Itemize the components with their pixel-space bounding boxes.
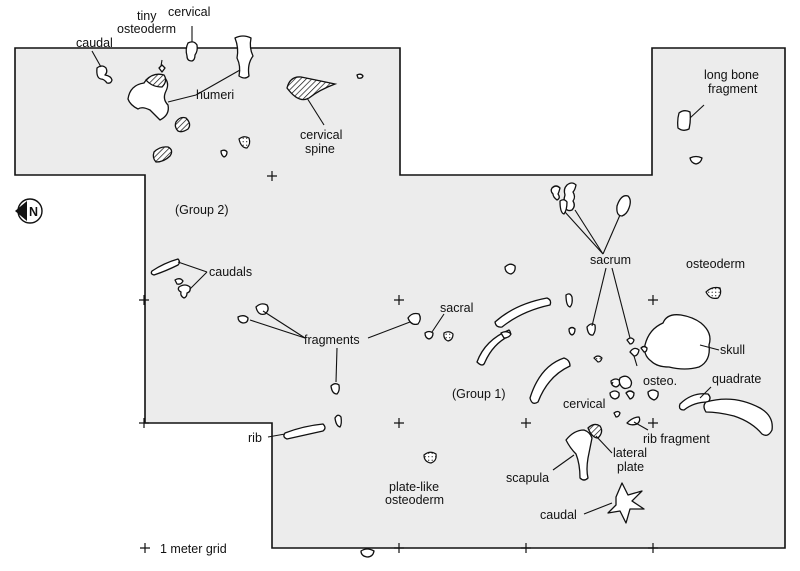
lateral-plate: [587, 423, 603, 439]
long-curved-bone-right: [703, 398, 773, 436]
legend-grid-text: 1 meter grid: [160, 542, 227, 556]
leader-lines: [91, 26, 720, 515]
curved-bone-long: [529, 357, 571, 404]
fragment-dotted-g1: [593, 355, 603, 363]
label-long-bone: long bone: [704, 68, 759, 82]
fragment-center: [330, 383, 340, 395]
cervical-top: [185, 41, 198, 62]
curved-bone-upper: [494, 297, 552, 328]
label-tiny: tiny: [137, 9, 157, 23]
fragment-hatched-c: [152, 146, 173, 163]
sacrum-small-a: [626, 337, 635, 345]
label-group2: (Group 2): [175, 203, 229, 217]
label-quadrate: quadrate: [712, 372, 761, 386]
fragment-hatched-b: [174, 116, 191, 133]
sacrum-fragment-lower: [586, 323, 596, 336]
fragment-small-b: [220, 149, 228, 158]
label-cervical: cervical: [300, 128, 342, 142]
right-upper-bones: [677, 110, 703, 165]
grid-legend: 1 meter grid: [140, 542, 227, 556]
scapula: [565, 429, 593, 481]
north-label: N: [29, 205, 38, 219]
fragment-g1-b: [565, 293, 573, 308]
sacral-dotted: [443, 331, 454, 342]
sacrum-right: [616, 195, 631, 217]
label-caudals: caudals: [209, 265, 252, 279]
label-rib: rib: [248, 431, 262, 445]
caudal-small-b: [177, 284, 191, 299]
group2-bones: [96, 35, 364, 163]
label-osteo: osteo.: [643, 374, 677, 388]
label-caudal-bottom: caudal: [540, 508, 577, 522]
cervical-g1-a: [610, 378, 621, 388]
label-plate-like: plate-like: [389, 480, 439, 494]
north-compass: N: [15, 198, 43, 224]
fragment-g1-d: [500, 331, 512, 339]
label-skull: skull: [720, 343, 745, 357]
label-osteoderm: osteoderm: [686, 257, 745, 271]
label-sacral: sacral: [440, 301, 473, 315]
long-bone-fragment: [677, 110, 691, 131]
label-osteoderm-plate: osteoderm: [385, 493, 444, 507]
caudal-elongate: [150, 258, 181, 276]
label-group1: (Group 1): [452, 387, 506, 401]
label-plate: plate: [617, 460, 644, 474]
cervical-g1-d: [625, 390, 635, 400]
humerus-hatched: [145, 73, 167, 88]
fragment-g1-c: [568, 326, 576, 336]
rib: [283, 423, 326, 440]
plate-like-osteoderm: [423, 451, 437, 464]
humerus-right: [234, 35, 254, 79]
label-cervical-mid: cervical: [563, 397, 605, 411]
labels: caudal tiny osteoderm cervical humeri ce…: [76, 5, 761, 522]
skull: [643, 314, 711, 370]
label-fragments: fragments: [304, 333, 360, 347]
osteo-g1: [647, 389, 659, 401]
label-spine: spine: [305, 142, 335, 156]
label-fragment: fragment: [708, 82, 758, 96]
label-cervical-top: cervical: [168, 5, 210, 19]
fragment-bottom: [360, 548, 375, 558]
label-scapula: scapula: [506, 471, 549, 485]
quarry-boundary: [14, 47, 786, 549]
osteoderm-right: [705, 286, 722, 299]
cervical-g1-c: [609, 390, 620, 400]
sacrum-left-a: [550, 185, 561, 201]
sacral-vertebra: [424, 330, 434, 340]
small-fragment-right: [689, 155, 703, 165]
label-caudal-top: caudal: [76, 36, 113, 50]
label-humeri: humeri: [196, 88, 234, 102]
fragment-lower: [334, 414, 342, 428]
fragment-dotted-a: [238, 136, 251, 149]
caudal-small-a: [174, 278, 184, 285]
label-rib-fragment: rib fragment: [643, 432, 710, 446]
fragment-g1-e: [613, 410, 621, 418]
label-lateral: lateral: [613, 446, 647, 460]
fragment-g1-a: [504, 263, 516, 275]
grid-markers: [139, 171, 658, 553]
caudal-vertebra-top: [96, 65, 113, 84]
cervical-g1-b: [618, 375, 633, 390]
caudals-group: [150, 258, 454, 558]
group1-bones: [476, 182, 773, 524]
fragment-mid-a: [407, 312, 421, 326]
fragment-small-a: [356, 73, 364, 79]
sacrum-small-b: [629, 347, 640, 357]
cervical-spine: [286, 76, 338, 101]
sacrum-left-c: [559, 199, 568, 215]
fragment-left-b: [237, 315, 249, 324]
label-osteoderm-tiny: osteoderm: [117, 22, 176, 36]
osteo-small: [640, 345, 648, 353]
caudal-star: [607, 482, 645, 524]
label-sacrum: sacrum: [590, 253, 631, 267]
